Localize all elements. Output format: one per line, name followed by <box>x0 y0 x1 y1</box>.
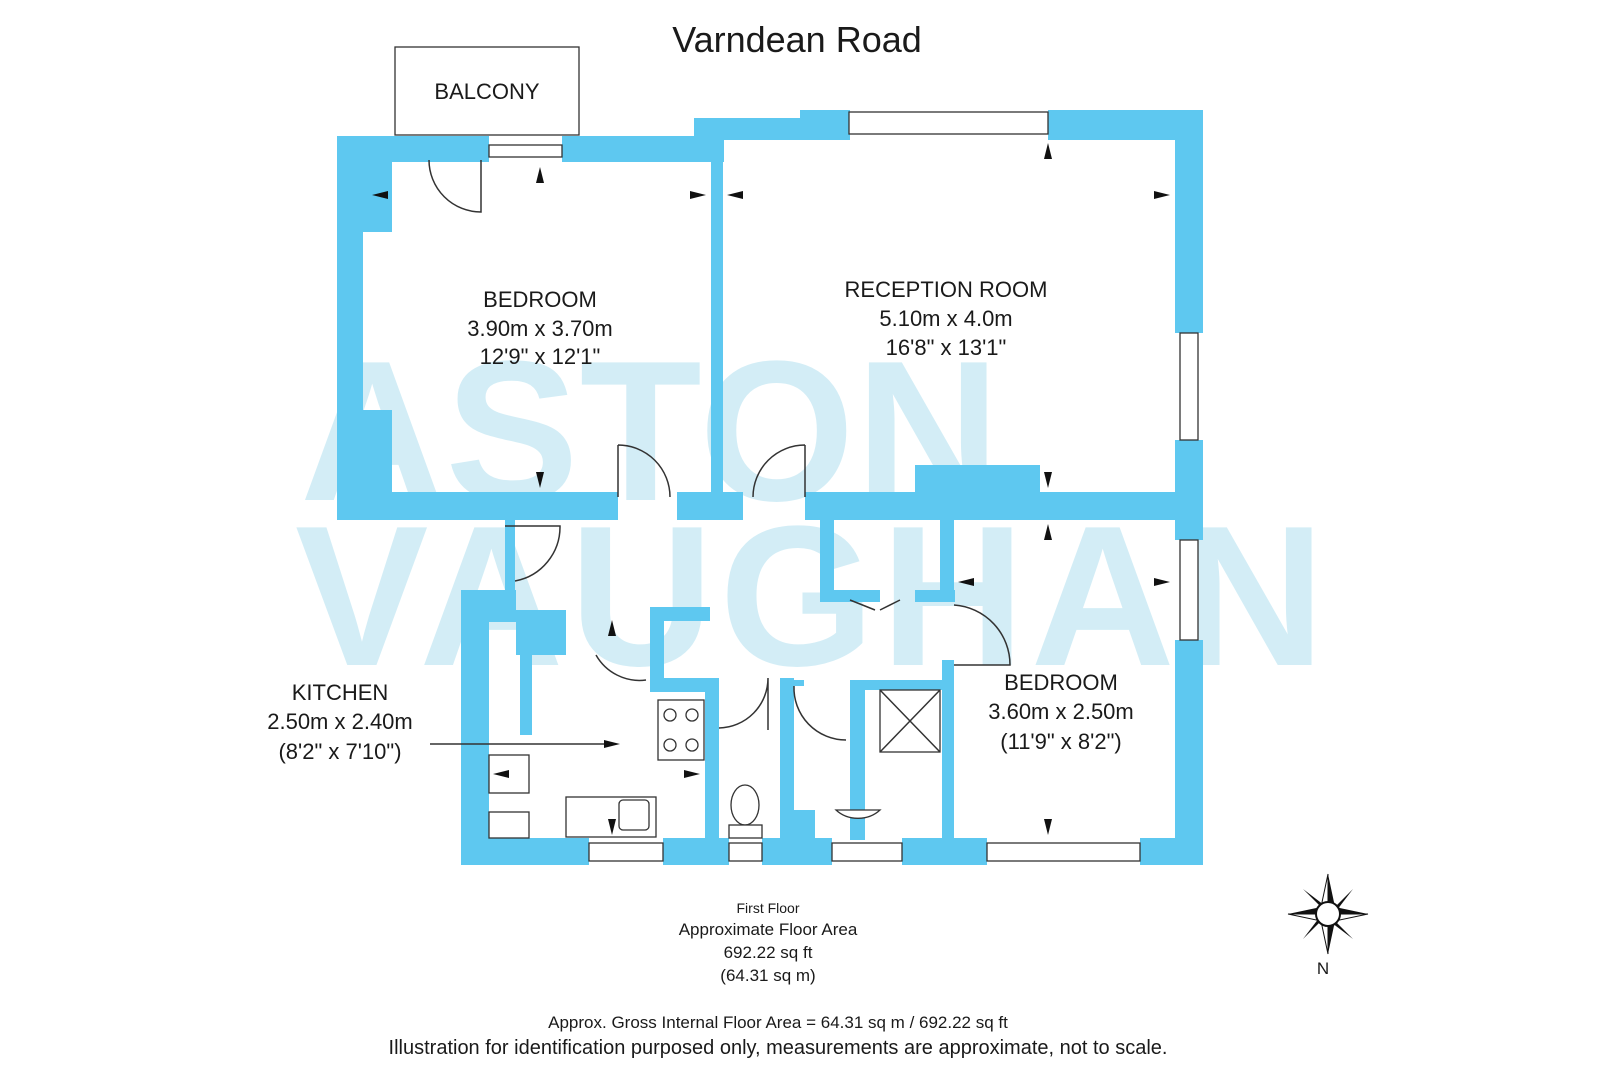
walls <box>337 110 1203 865</box>
fixtures: B <box>488 689 941 839</box>
reception-metric: 5.10m x 4.0m <box>879 306 1012 331</box>
floor-level: First Floor <box>737 900 800 916</box>
balcony <box>394 46 580 136</box>
room-kitchen: KITCHEN 2.50m x 2.40m (8'2" x 7'10") <box>267 680 413 764</box>
doors <box>428 159 1011 741</box>
room-bedroom-1: BEDROOM 3.90m x 3.70m 12'9" x 12'1" <box>467 287 613 369</box>
floor-area-label: Approximate Floor Area <box>679 920 858 939</box>
floor-area-sqft: 692.22 sq ft <box>724 943 813 962</box>
kitchen-name: KITCHEN <box>292 680 389 705</box>
bedroom-2-imperial: (11'9" x 8'2") <box>1000 729 1121 754</box>
floor-area-info: First Floor Approximate Floor Area 692.2… <box>679 900 858 985</box>
bedroom-1-imperial: 12'9" x 12'1" <box>480 344 601 369</box>
bedroom-1-name: BEDROOM <box>483 287 597 312</box>
bedroom-1-metric: 3.90m x 3.70m <box>467 316 613 341</box>
dimension-markers <box>372 143 1170 835</box>
compass-icon: N <box>1287 873 1369 978</box>
bedroom-2-name: BEDROOM <box>1004 670 1118 695</box>
bedroom-2-metric: 3.60m x 2.50m <box>988 699 1134 724</box>
balcony-label: BALCONY <box>434 79 539 104</box>
reception-name: RECEPTION ROOM <box>845 277 1048 302</box>
room-reception: RECEPTION ROOM 5.10m x 4.0m 16'8" x 13'1… <box>845 277 1048 360</box>
room-bedroom-2: BEDROOM 3.60m x 2.50m (11'9" x 8'2") <box>988 670 1134 754</box>
reception-imperial: 16'8" x 13'1" <box>886 335 1007 360</box>
disclaimer: Illustration for identification purposed… <box>389 1037 1168 1059</box>
windows <box>488 111 1199 862</box>
plan-title: Varndean Road <box>672 19 922 60</box>
kitchen-imperial: (8'2" x 7'10") <box>278 739 401 764</box>
compass-label: N <box>1317 959 1329 978</box>
floor-area-sqm: (64.31 sq m) <box>720 966 815 985</box>
gross-area: Approx. Gross Internal Floor Area = 64.3… <box>548 1013 1008 1032</box>
kitchen-metric: 2.50m x 2.40m <box>267 709 413 734</box>
